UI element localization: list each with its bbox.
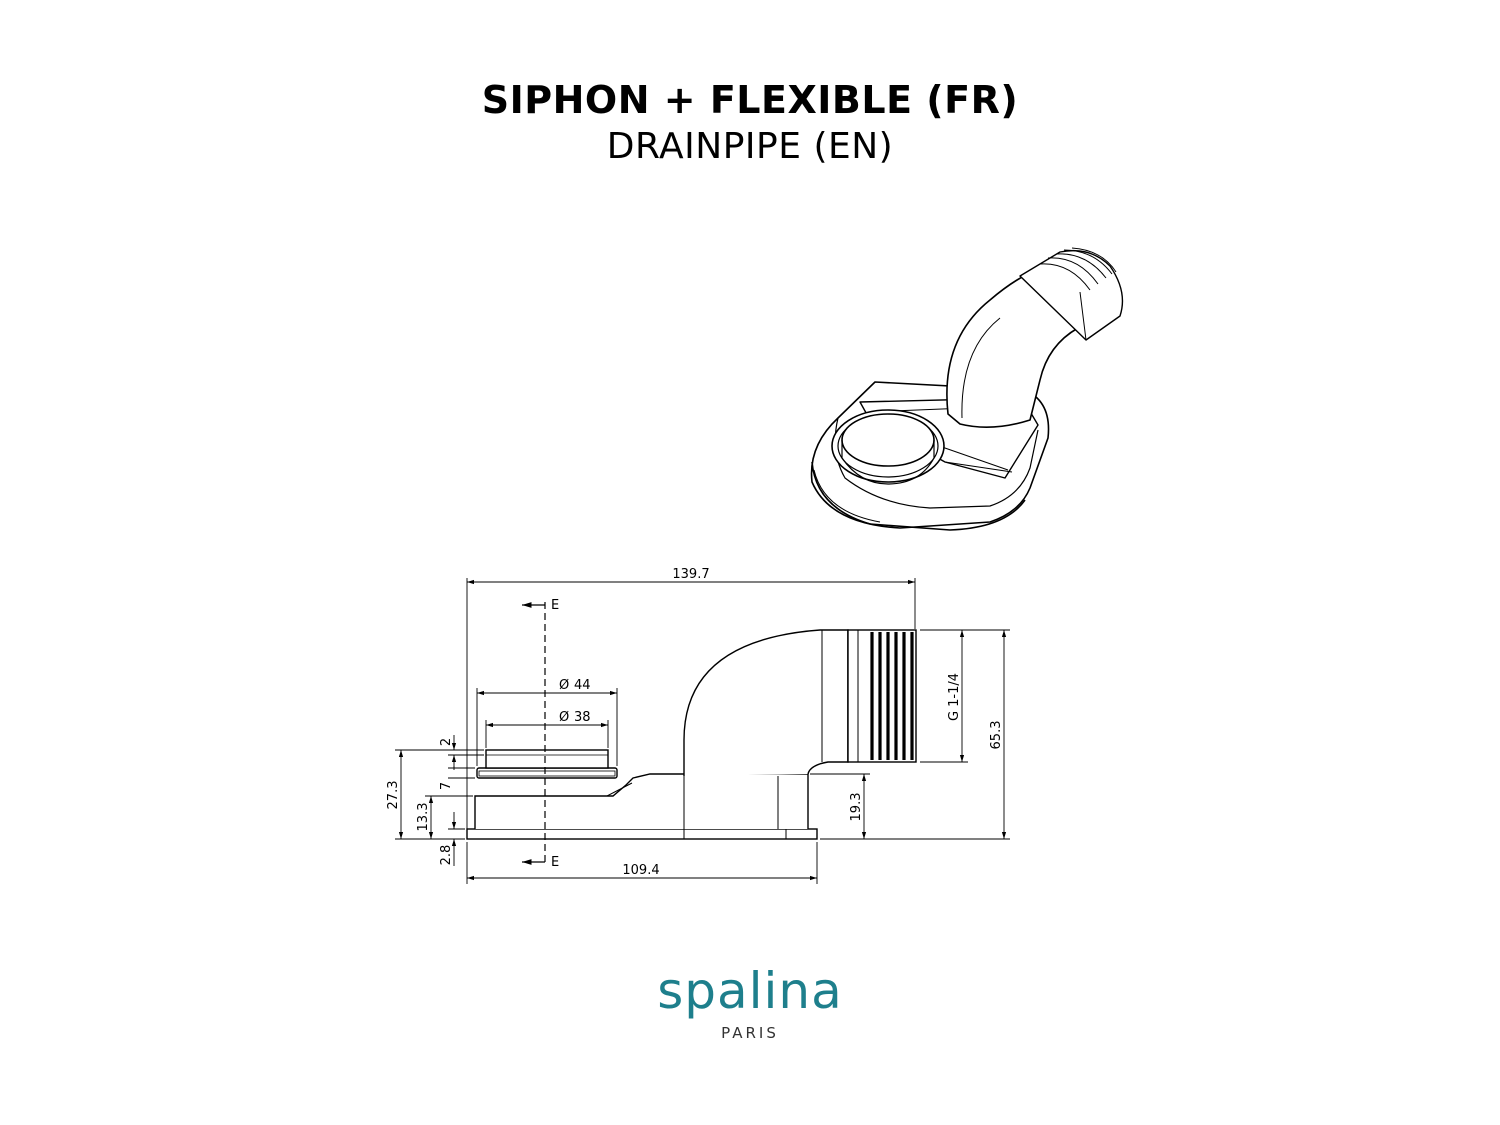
dim-overall-height: 65.3	[989, 721, 1004, 750]
section-label-bottom: E	[551, 855, 559, 870]
section-line-e	[522, 602, 546, 866]
brand-logo: spalina	[657, 962, 843, 1020]
section-label-top: E	[551, 598, 559, 613]
diameter-symbol-44: Ø	[559, 678, 569, 693]
diameter-value-44: 44	[574, 678, 591, 693]
dim-collar-height: 2	[439, 738, 454, 746]
dim-outlet-thread: G 1-1/4	[947, 673, 962, 721]
brand-city: PARIS	[721, 1024, 779, 1042]
dimension-lines	[395, 578, 1010, 884]
diameter-symbol-38: Ø	[559, 710, 569, 725]
title-en: DRAINPIPE (EN)	[606, 126, 894, 167]
side-elevation	[466, 629, 917, 840]
dim-base-length: 109.4	[622, 863, 659, 878]
dim-flange-step: 7	[439, 782, 454, 790]
dim-total-height-left: 27.3	[386, 781, 401, 810]
diameter-value-38: 38	[574, 710, 591, 725]
dim-step-height: 13.3	[416, 803, 431, 832]
dim-outlet-base-height: 19.3	[849, 793, 864, 822]
dim-base-thickness: 2.8	[439, 845, 454, 866]
title-fr: SIPHON + FLEXIBLE (FR)	[481, 78, 1019, 122]
isometric-view	[810, 247, 1124, 531]
dim-outer-diameter: Ø 44	[559, 678, 591, 693]
dim-overall-length: 139.7	[672, 567, 709, 582]
dim-inner-diameter: Ø 38	[559, 710, 591, 725]
